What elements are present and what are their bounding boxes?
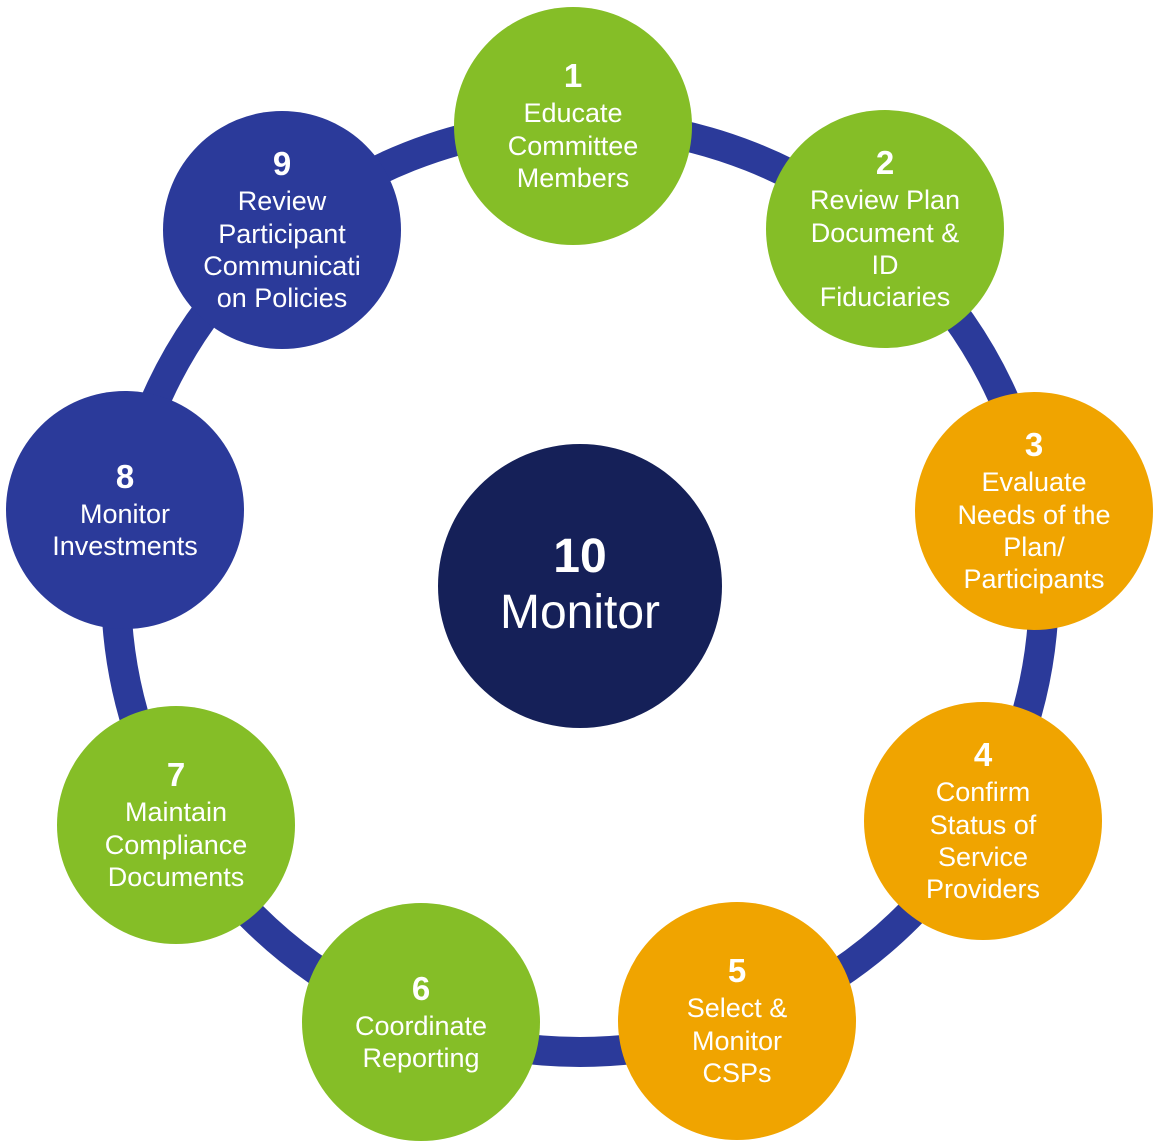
step-label: Evaluate Needs of the Plan/ Participants bbox=[957, 467, 1111, 595]
step-label: Monitor Investments bbox=[52, 498, 198, 561]
step-label: Maintain Compliance Documents bbox=[104, 797, 248, 893]
step-node-4: 4 Confirm Status of Service Providers bbox=[864, 702, 1102, 940]
step-number: 7 bbox=[166, 756, 186, 794]
step-node-2: 2 Review Plan Document & ID Fiduciaries bbox=[766, 110, 1004, 348]
step-label: Review Plan Document & ID Fiduciaries bbox=[809, 185, 961, 313]
center-step-number: 10 bbox=[553, 529, 607, 583]
step-label: Educate Committee Members bbox=[507, 98, 639, 194]
step-number: 5 bbox=[727, 952, 747, 990]
step-number: 2 bbox=[875, 144, 895, 182]
center-step-label: Monitor bbox=[499, 585, 661, 639]
step-node-6: 6 Coordinate Reporting bbox=[302, 903, 540, 1141]
step-node-9: 9 Review Participant Communicati on Poli… bbox=[163, 111, 401, 349]
step-node-8: 8 Monitor Investments bbox=[6, 391, 244, 629]
center-node-monitor: 10 Monitor bbox=[438, 444, 722, 728]
step-node-7: 7 Maintain Compliance Documents bbox=[57, 706, 295, 944]
step-number: 6 bbox=[411, 969, 431, 1007]
step-node-5: 5 Select & Monitor CSPs bbox=[618, 902, 856, 1140]
step-number: 9 bbox=[272, 145, 292, 183]
step-node-3: 3 Evaluate Needs of the Plan/ Participan… bbox=[915, 392, 1153, 630]
step-node-1: 1 Educate Committee Members bbox=[454, 7, 692, 245]
step-number: 4 bbox=[973, 736, 993, 774]
step-label: Confirm Status of Service Providers bbox=[925, 777, 1041, 905]
step-number: 1 bbox=[563, 57, 583, 95]
step-number: 3 bbox=[1024, 426, 1044, 464]
step-label: Coordinate Reporting bbox=[354, 1010, 488, 1073]
step-label: Select & Monitor CSPs bbox=[686, 993, 788, 1089]
step-label: Review Participant Communicati on Polici… bbox=[203, 186, 361, 314]
step-number: 8 bbox=[115, 457, 135, 495]
